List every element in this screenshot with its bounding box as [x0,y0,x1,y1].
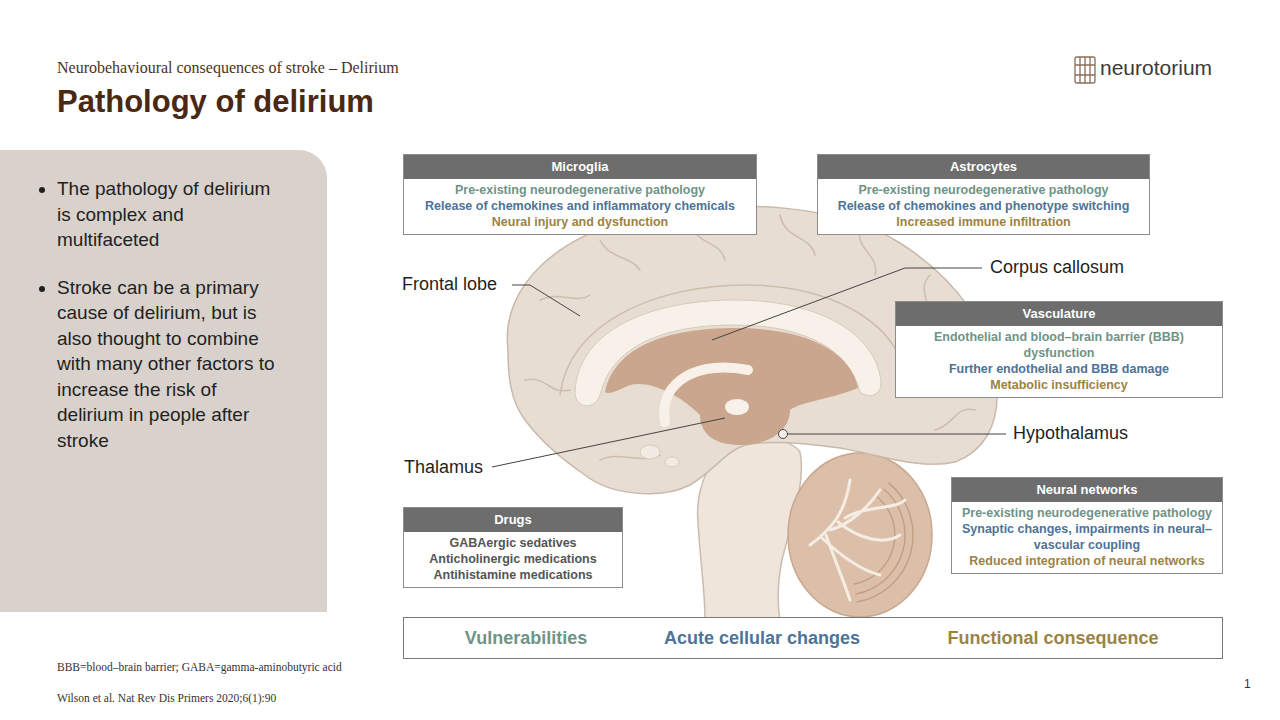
box-text: GABAergic sedatives [412,535,614,551]
logo-frame [1075,57,1095,83]
box-body: GABAergic sedativesAnticholinergic medic… [404,532,622,587]
box-text: Pre-existing neurodegenerative pathology [826,182,1141,198]
anatomy-label: Thalamus [404,457,483,478]
box-text: Increased immune infiltration [826,214,1141,230]
box-header-band: Microglia [404,155,756,179]
info-box: MicrogliaPre-existing neurodegenerative … [403,154,757,235]
leader-line [512,285,580,316]
cerebellum [788,453,932,617]
fornix [664,367,748,422]
box-text: Metabolic insufficiency [924,377,1194,393]
info-box: AstrocytesPre-existing neurodegenerative… [817,154,1150,235]
box-body: Pre-existing neurodegenerative pathology… [404,179,756,234]
bullet-text: Stroke can be a primary cause of deliriu… [57,275,285,454]
reference: Wilson et al. Nat Rev Dis Primers 2020;6… [57,692,276,704]
key-text: Acute cellular changes [612,627,912,649]
box-text: Release of chemokines and inflammatory c… [412,198,748,214]
pointer-ring [779,430,788,439]
leader-line [788,434,1006,435]
logo-grid [1075,57,1095,83]
box-body: Endothelial and blood–brain barrier (BBB… [896,326,1222,397]
key-box: VulnerabilitiesAcute cellular changesFun… [403,617,1223,659]
box-body: Pre-existing neurodegenerative pathology… [818,179,1149,234]
logo-text: neurotorium [1100,56,1212,80]
box-heading: Astrocytes [950,159,1017,174]
box-heading: Microglia [551,159,608,174]
box-heading: Vasculature [1023,306,1096,321]
temporal-structure [640,445,660,459]
box-heading: Neural networks [1036,482,1137,497]
leader-line [492,418,725,467]
slide-title: Pathology of delirium [57,84,374,120]
anatomy-label: Corpus callosum [990,257,1124,278]
box-text: Release of chemokines and phenotype swit… [826,198,1141,214]
logo-icon [1075,57,1095,83]
arbor-vitae [810,480,905,600]
key-text: Vulnerabilities [376,627,676,649]
section-header: Neurobehavioural consequences of stroke … [57,59,399,77]
box-text: Synaptic changes, impairments in neural–… [960,521,1214,553]
box-text: Pre-existing neurodegenerative pathology [412,182,748,198]
box-text: Neural injury and dysfunction [412,214,748,230]
info-box: VasculatureEndothelial and blood–brain b… [895,301,1223,398]
box-text: Further endothelial and BBB damage [924,361,1194,377]
info-box: Neural networksPre-existing neurodegener… [951,477,1223,574]
anatomy-label: Hypothalamus [1013,423,1128,444]
box-header-band: Neural networks [952,478,1222,502]
box-header-band: Astrocytes [818,155,1149,179]
bullet-text: The pathology of delirium is complex and… [57,176,285,253]
footnote: BBB=blood–brain barrier; GABA=gamma-amin… [57,661,342,673]
thalamus-shape [725,399,749,415]
anatomy-label: Frontal lobe [402,274,497,295]
key-text: Functional consequence [903,627,1203,649]
box-text: Antihistamine medications [412,567,614,583]
box-heading: Drugs [494,512,532,527]
temporal-structure [665,457,679,467]
box-text: Pre-existing neurodegenerative pathology [960,505,1214,521]
ventricle-diencephalon [605,328,858,445]
box-header-band: Vasculature [896,302,1222,326]
box-text: Reduced integration of neural networks [960,553,1214,569]
box-text: Anticholinergic medications [412,551,614,567]
info-box: DrugsGABAergic sedativesAnticholinergic … [403,507,623,588]
box-body: Pre-existing neurodegenerative pathology… [952,502,1222,573]
box-header-band: Drugs [404,508,622,532]
box-text: Endothelial and blood–brain barrier (BBB… [924,329,1194,361]
text-panel: The pathology of delirium is complex and… [0,150,327,612]
page-number: 1 [1244,677,1251,691]
